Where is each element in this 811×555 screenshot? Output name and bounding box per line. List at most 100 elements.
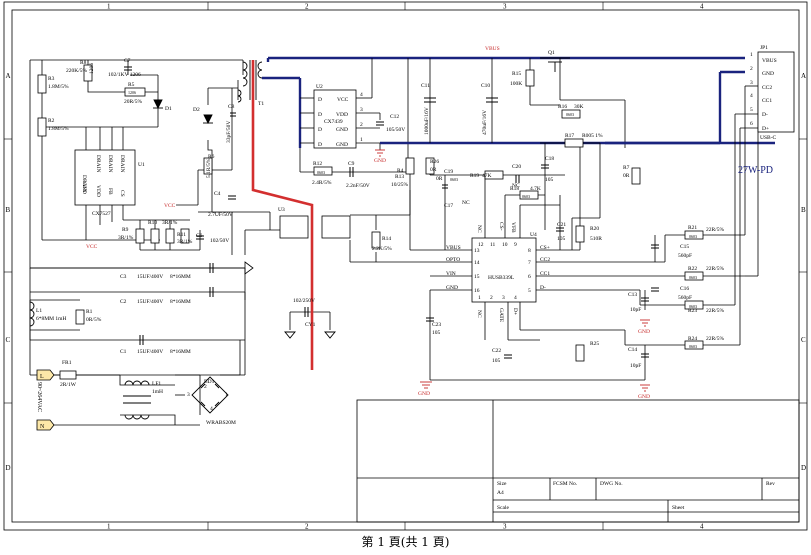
u2-num-4: 4 bbox=[360, 92, 363, 98]
cap-c20 bbox=[515, 175, 520, 183]
col-label-1: 1 bbox=[107, 3, 111, 11]
u1-chip bbox=[74, 149, 136, 206]
resistor-r25 bbox=[575, 344, 585, 362]
cy1-value: 102/250V bbox=[293, 298, 315, 304]
fr1-value: 2R/1W bbox=[60, 382, 77, 388]
r14-ref: R14 bbox=[382, 236, 391, 242]
isolation-barrier bbox=[251, 60, 314, 370]
r1-ref: R1 bbox=[86, 309, 93, 315]
r17-ref: R17 bbox=[565, 133, 574, 139]
u4-tnum-11: 11 bbox=[490, 242, 496, 248]
u4-bpin-nc: NC bbox=[476, 310, 482, 318]
c13-ref: C13 bbox=[628, 292, 637, 298]
transformer-t1 bbox=[237, 60, 263, 103]
jp1-pin-dplus: D+ bbox=[762, 126, 769, 132]
u4-lnum-16: 16 bbox=[474, 288, 480, 294]
u2-pin-d3: D bbox=[318, 127, 322, 133]
resistor-r12 bbox=[313, 166, 333, 176]
choke-lf1 bbox=[123, 380, 151, 420]
jp1-num-3: 3 bbox=[750, 80, 753, 86]
u2-pin-d2: D bbox=[318, 112, 322, 118]
capacitors bbox=[124, 66, 659, 359]
c12-ref: C12 bbox=[390, 114, 399, 120]
c15-ref: C15 bbox=[680, 244, 689, 250]
r15-value: 100K bbox=[510, 81, 522, 87]
page-footer: 第 1 頁(共 1 頁) bbox=[361, 535, 450, 549]
cap-c15 bbox=[651, 244, 659, 249]
dwg-label: DWG No. bbox=[600, 481, 623, 487]
u4-rnum-5: 5 bbox=[528, 288, 531, 294]
c4-ref: C4 bbox=[214, 191, 221, 197]
input-voltage: 90~264VAC bbox=[36, 382, 42, 412]
r2-value: 1.8M/5% bbox=[48, 126, 69, 132]
u1-value: CX7527 bbox=[92, 211, 111, 217]
r22-ref: R22 bbox=[688, 266, 697, 272]
fuse-fr1 bbox=[59, 370, 77, 380]
r11-value: 3R/1% bbox=[177, 239, 193, 245]
row-label-d-r: D bbox=[801, 464, 806, 472]
net-gnd-3: GND bbox=[638, 329, 650, 335]
u3-opto-left bbox=[279, 215, 309, 239]
cap-c22 bbox=[504, 354, 512, 359]
resistor-r22 bbox=[684, 271, 704, 281]
col-label-4b: 4 bbox=[700, 523, 704, 531]
c13-value: 10pF bbox=[630, 307, 641, 313]
c16-value: 560pF bbox=[678, 295, 692, 301]
r18-pkg: 0603 bbox=[522, 194, 530, 199]
r20-value: 510R bbox=[590, 236, 602, 242]
r12-value: 2.4R/5% bbox=[312, 180, 332, 186]
u4-rpin-cc2: CC2 bbox=[540, 257, 550, 263]
c4-value: 2.7UF/50V bbox=[208, 212, 233, 218]
u1-pin-gnd: GND bbox=[81, 182, 87, 194]
c10-value: 470uF/16V bbox=[482, 110, 488, 135]
r9-ref: R9 bbox=[122, 227, 129, 233]
u4-bnum-3: 3 bbox=[502, 295, 505, 301]
c19-ref: C19 bbox=[444, 169, 453, 175]
c10-ref: C10 bbox=[481, 83, 490, 89]
ground-primary bbox=[284, 331, 336, 339]
r23-pkg: 0603 bbox=[689, 304, 697, 309]
terminal-l-label: L bbox=[40, 374, 44, 380]
diode-d2 bbox=[203, 114, 213, 125]
resistor-r7 bbox=[180, 228, 190, 244]
r8-pkg: 1206 bbox=[89, 63, 95, 74]
bd1-pin-2: 2 bbox=[204, 384, 207, 390]
r3-ref: R3 bbox=[48, 76, 55, 82]
cap-c11 bbox=[424, 97, 436, 103]
r12-ref: R12 bbox=[313, 161, 322, 167]
r5-ref: R5 bbox=[128, 82, 135, 88]
net-vcc-1: VCC bbox=[164, 203, 176, 209]
sheet-label: Sheet bbox=[672, 505, 685, 511]
c21-ref: C21 bbox=[557, 222, 566, 228]
u4-lnum-14: 14 bbox=[474, 260, 480, 266]
r19-ref: R19 bbox=[470, 173, 479, 179]
r19-value: 47K bbox=[482, 173, 492, 179]
c22-ref: C22 bbox=[492, 348, 501, 354]
u4-bpin-dplus: D+ bbox=[512, 308, 518, 315]
u1-pin-cs: CS bbox=[119, 190, 125, 197]
q1-ref: Q1 bbox=[548, 50, 555, 56]
u4-lpin-vbus: VBUS bbox=[446, 245, 461, 251]
r10-ref: R10 bbox=[148, 220, 157, 226]
c9-ref: C9 bbox=[348, 161, 355, 167]
t1-ref: T1 bbox=[258, 101, 264, 107]
r26-value: 0R bbox=[430, 167, 437, 173]
resistor-r24 bbox=[684, 340, 704, 350]
cap-cy1 bbox=[304, 307, 309, 317]
c17-ref: C17 bbox=[444, 203, 453, 209]
bd1-pin-3: 3 bbox=[187, 392, 190, 398]
resistor-r17 bbox=[564, 138, 584, 148]
r5-value: 20R/5% bbox=[124, 99, 142, 105]
u3-ref: U3 bbox=[278, 207, 285, 213]
u1-pin-vdd: VDD bbox=[95, 185, 101, 197]
jp1-num-5: 5 bbox=[750, 107, 753, 113]
u4-tpin-csminus: CS- bbox=[498, 222, 504, 231]
cap-c10 bbox=[486, 97, 498, 103]
col-label-3: 3 bbox=[503, 3, 507, 11]
c22-value: 105 bbox=[492, 358, 501, 364]
ground-symbols bbox=[375, 149, 650, 392]
schematic-drawing: 1 2 3 4 1 2 3 4 A B C D A B C D Size A4 … bbox=[3, 1, 808, 531]
net-vbus: VBUS bbox=[485, 46, 500, 52]
net-nc-1: NC bbox=[462, 200, 470, 206]
row-label-c-r: C bbox=[801, 336, 806, 344]
